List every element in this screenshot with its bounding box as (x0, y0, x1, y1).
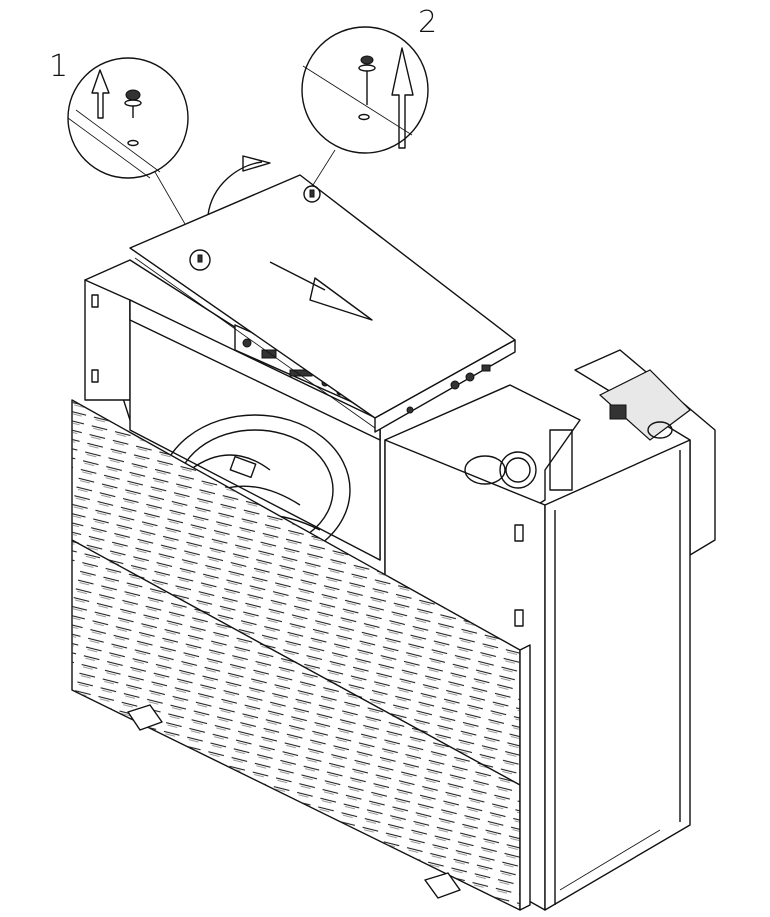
base-feet (127, 704, 461, 899)
removal-arrow-icon (391, 47, 414, 149)
slide-direction-arrow-icon (269, 261, 373, 321)
detail-circle-1 (67, 57, 201, 251)
rotation-arrow-icon (207, 155, 271, 216)
callout-number-1: 1 (49, 49, 69, 84)
right-side-panel (514, 439, 691, 911)
callout-number-2: 2 (418, 5, 438, 40)
removal-arrow-icon (91, 69, 110, 119)
rear-connectors (406, 364, 491, 414)
top-cover-panel (129, 174, 516, 433)
detail-circle-2 (301, 26, 429, 186)
screw-icon (124, 89, 142, 147)
screw-icon (358, 55, 376, 121)
front-louver-panel (71, 399, 531, 911)
